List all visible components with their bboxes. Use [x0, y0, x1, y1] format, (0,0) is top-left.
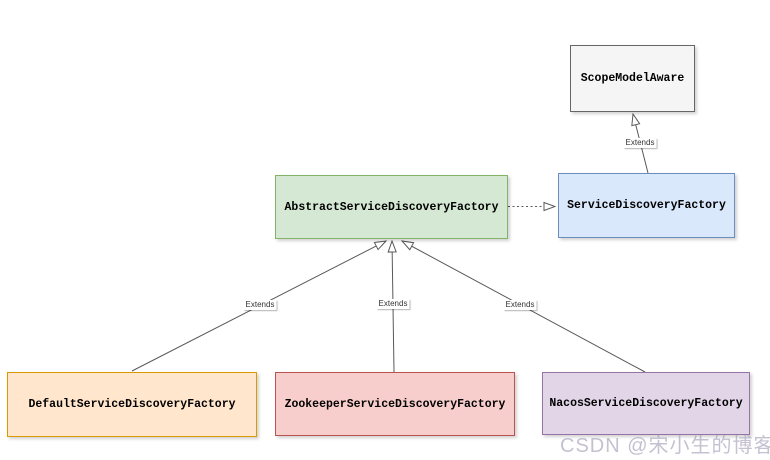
class-name-label: ZookeeperServiceDiscoveryFactory: [284, 397, 506, 411]
class-name-label: ScopeModelAware: [580, 72, 685, 85]
edge-label-extends-scopemodelaware: Extends: [623, 138, 657, 148]
class-name-label: ServiceDiscoveryFactory: [567, 199, 726, 212]
class-box-defaultservicediscoveryfactory: DefaultServiceDiscoveryFactory: [7, 372, 257, 437]
class-box-scopemodelaware: ScopeModelAware: [570, 45, 695, 112]
edge-label-extends-default: Extends: [243, 300, 277, 310]
csdn-watermark: CSDN @宋小生的博客: [560, 435, 770, 457]
edge-label-extends-zookeeper: Extends: [376, 299, 410, 309]
edge-label-extends-nacos: Extends: [503, 300, 537, 310]
class-box-servicediscoveryfactory: ServiceDiscoveryFactory: [558, 173, 735, 238]
class-box-nacosservicediscoveryfactory: NacosServiceDiscoveryFactory: [542, 372, 750, 435]
class-box-zookeeperservicediscoveryfactory: ZookeeperServiceDiscoveryFactory: [275, 372, 515, 436]
class-name-label: AbstractServiceDiscoveryFactory: [284, 200, 499, 214]
class-box-abstractservicediscoveryfactory: AbstractServiceDiscoveryFactory: [275, 175, 508, 239]
class-name-label: NacosServiceDiscoveryFactory: [549, 397, 743, 410]
class-name-label: DefaultServiceDiscoveryFactory: [28, 398, 236, 411]
